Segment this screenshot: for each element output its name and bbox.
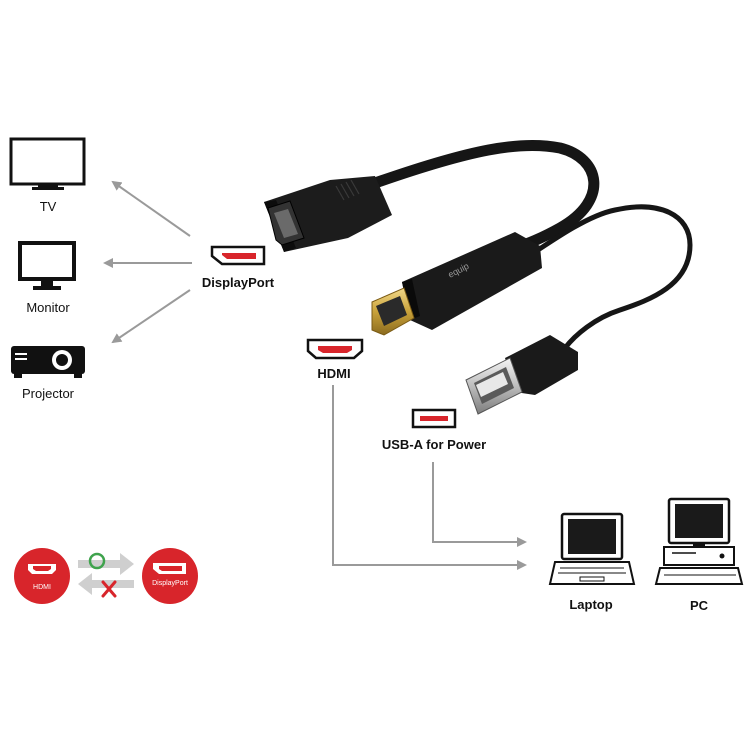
pc-icon (654, 497, 744, 585)
monitor-icon (18, 241, 76, 290)
badge-hdmi-text: HDMI (33, 584, 51, 591)
usb-line (432, 462, 527, 547)
projector-icon (11, 346, 85, 378)
tv-label: TV (39, 199, 57, 214)
hdmi-connector: equip (371, 232, 542, 336)
hdmi-source-circle (14, 548, 70, 604)
usb-label: USB-A for Power (381, 437, 487, 452)
blocked-cross-icon (101, 580, 117, 598)
displayport-target-circle (142, 548, 198, 604)
tv-icon (9, 137, 86, 190)
arrows-to-displays (103, 180, 192, 344)
monitor-label: Monitor (26, 300, 70, 315)
arrow-to-tv (111, 180, 191, 237)
usb-port-icon (411, 408, 457, 429)
projector-label: Projector (21, 386, 75, 401)
adapter-cable: equip (264, 139, 693, 415)
laptop-label: Laptop (569, 597, 613, 612)
laptop-icon (548, 512, 636, 585)
hdmi-port-icon (306, 338, 364, 360)
allowed-check-icon (88, 552, 106, 570)
badge-displayport-text: DisplayPort (152, 580, 188, 587)
displayport-connector (264, 176, 392, 252)
direction-badge (14, 548, 198, 604)
usb-a-connector (465, 335, 578, 415)
pc-label: PC (689, 598, 709, 613)
displayport-port-icon (210, 245, 266, 266)
hdmi-line (332, 385, 527, 570)
allowed-arrow (78, 553, 134, 575)
arrow-to-projector (111, 289, 191, 344)
routing-lines (332, 385, 527, 570)
hdmi-label: HDMI (317, 366, 351, 381)
displayport-label: DisplayPort (201, 275, 275, 290)
